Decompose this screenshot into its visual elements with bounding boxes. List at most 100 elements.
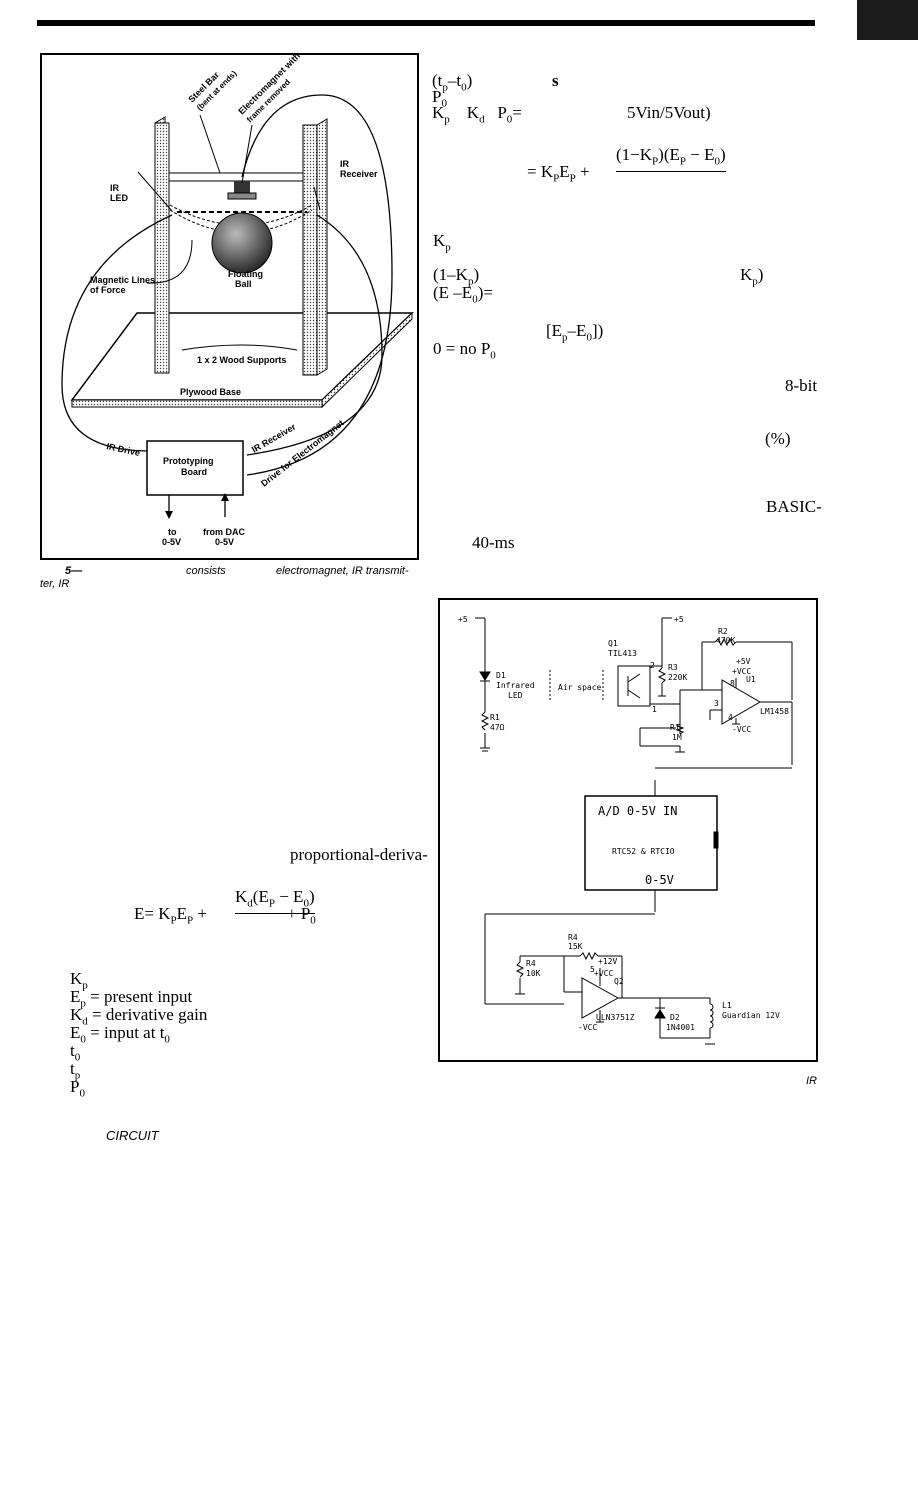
label-q2: Q2 <box>614 977 624 986</box>
text-s: s <box>552 71 559 90</box>
text-40ms: 40-ms <box>472 533 515 552</box>
label-vcc-u1: +VCC <box>732 667 751 676</box>
label-electromagnet: Electromagnet with <box>236 55 302 116</box>
label-r4-10k-value: 10K <box>526 969 541 978</box>
text-circuit: CIRCUIT <box>106 1128 159 1143</box>
text-kp-3: Kp) <box>740 265 764 288</box>
caption-electromagnet: electromagnet, IR transmit- <box>276 565 409 577</box>
text-proportional-derivative: proportional-deriva- <box>290 845 428 864</box>
label-l1-part: Guardian 12V <box>722 1011 780 1020</box>
label-q1: Q1 <box>608 639 618 648</box>
text-e-e0: (E –E0)= <box>433 283 493 306</box>
label-rtc-boards: RTC52 & RTCIO <box>612 847 675 856</box>
pin-8-u1: 8 <box>730 679 735 688</box>
label-neg-vcc-q2: -VCC <box>578 1023 597 1032</box>
schematic-drawing: +5 +5 Q1 TIL413 R2 470K D1 Infrared LED … <box>458 615 793 1045</box>
text-basic: BASIC- <box>766 497 822 516</box>
caption-consists: consists <box>186 565 226 577</box>
label-d1: D1 <box>496 671 506 680</box>
var-tp: tp <box>70 1059 81 1082</box>
label-from-range: 0-5V <box>215 537 234 547</box>
label-r3: R3 <box>668 663 678 672</box>
label-da-output: 0-5V <box>645 873 674 887</box>
label-r3-value: 220K <box>668 673 687 682</box>
text-8bit: 8-bit <box>785 376 818 395</box>
text-percent: (%) <box>765 429 791 448</box>
label-ir-drive: IR Drive <box>106 441 141 458</box>
label-u1-part: LM1458 <box>760 707 789 716</box>
var-t0: t0 <box>70 1041 81 1064</box>
label-l1: L1 <box>722 1001 732 1010</box>
top-rule <box>37 20 815 26</box>
label-neg-vcc-u1: -VCC <box>732 725 751 734</box>
figure-levitator: Steel Bar (bent at ends) Electromagnet w… <box>40 51 419 560</box>
text-ep-e0: [Ep–E0]) <box>546 321 604 344</box>
label-ad-input: A/D 0-5V IN <box>598 804 677 818</box>
text-no-p0: 0 = no P0 <box>433 339 496 362</box>
label-ir-led-2: LED <box>110 193 129 203</box>
corner-tab <box>857 0 918 40</box>
text-tp-t0: (tp–t0) <box>432 71 473 94</box>
label-d1-led: LED <box>508 691 523 700</box>
pin-3-u1: 3 <box>714 699 719 708</box>
label-wood-supports: 1 x 2 Wood Supports <box>197 355 286 365</box>
equation-2-numerator: (1−KP)(EP − E0) <box>616 146 726 173</box>
levitator-drawing: Steel Bar (bent at ends) Electromagnet w… <box>61 51 414 547</box>
figure-schematic: +5 +5 Q1 TIL413 R2 470K D1 Infrared LED … <box>438 598 818 1062</box>
text-kp-2: Kp <box>433 231 451 254</box>
caption-schematic-ir: IR <box>806 1075 817 1087</box>
pin-5-q2: 5 <box>590 965 595 974</box>
label-ir-receiver-2: Receiver <box>340 169 378 179</box>
var-ep: Ep = present input <box>70 987 193 1010</box>
label-plus5-right: +5 <box>674 615 684 624</box>
label-plus12v: +12V <box>598 957 617 966</box>
pin-2-q1: 2 <box>650 661 655 670</box>
label-prototyping-board-2: Board <box>181 467 207 477</box>
label-vcc-q2: +VCC <box>594 969 613 978</box>
label-r2-value: 470K <box>716 636 735 645</box>
label-d1-infrared: Infrared <box>496 681 535 690</box>
label-d2-part: 1N4001 <box>666 1023 695 1032</box>
equation-1: E= KPEP + <box>134 904 207 927</box>
label-r2: R2 <box>718 627 728 636</box>
label-r1-pot-value: 1M <box>672 733 682 742</box>
label-r1-pot: R1 <box>670 723 680 732</box>
text-kp-kd-p0: Kp Kd P0= <box>432 103 522 126</box>
label-prototyping-board-1: Prototyping <box>163 456 214 466</box>
label-magnetic-lines-1: Magnetic Lines <box>90 275 155 285</box>
label-d2: D2 <box>670 1013 680 1022</box>
pin-4-u1: 4 <box>728 713 733 722</box>
label-plus5-left: +5 <box>458 615 468 624</box>
var-e0: E0 = input at t0 <box>70 1023 170 1046</box>
text-1-kp: (1–Kp) <box>433 265 480 288</box>
label-from-dac: from DAC <box>203 527 245 537</box>
caption-ir: ter, IR <box>40 578 70 590</box>
label-r4-15k: R4 <box>568 933 578 942</box>
var-kd: Kd = derivative gain <box>70 1005 208 1028</box>
var-kp: Kp <box>70 969 88 992</box>
label-ir-receiver-1: IR <box>340 159 350 169</box>
label-plus5v: +5V <box>736 657 751 666</box>
text-p0: P0 <box>432 87 447 110</box>
label-floating-ball-1: Floating <box>228 269 263 279</box>
label-drive-electromagnet: Drive for Electromagnet <box>259 418 346 489</box>
label-u1: U1 <box>746 675 756 684</box>
label-q1-part: TIL413 <box>608 649 637 658</box>
pin-1-q1: 1 <box>652 705 657 714</box>
label-r4-15k-value: 15K <box>568 942 583 951</box>
label-to-range: 0-5V <box>162 537 181 547</box>
label-floating-ball-2: Ball <box>235 279 252 289</box>
label-plywood-base: Plywood Base <box>180 387 241 397</box>
equation-1-tail: + P0 <box>287 904 316 927</box>
label-r4-10k: R4 <box>526 959 536 968</box>
equation-2: = KPEP + <box>527 162 590 185</box>
label-to: to <box>168 527 177 537</box>
label-magnetic-lines-2: of Force <box>90 285 126 295</box>
caption-figure-number: 5— <box>65 565 83 577</box>
text-vin-vout: 5Vin/5Vout) <box>627 103 711 122</box>
label-ir-led-1: IR <box>110 183 120 193</box>
label-air-space: Air space <box>558 683 602 692</box>
label-r1-led: R1 <box>490 713 500 722</box>
var-p0: P0 <box>70 1077 85 1100</box>
label-r1-led-value: 47Ω <box>490 723 505 732</box>
